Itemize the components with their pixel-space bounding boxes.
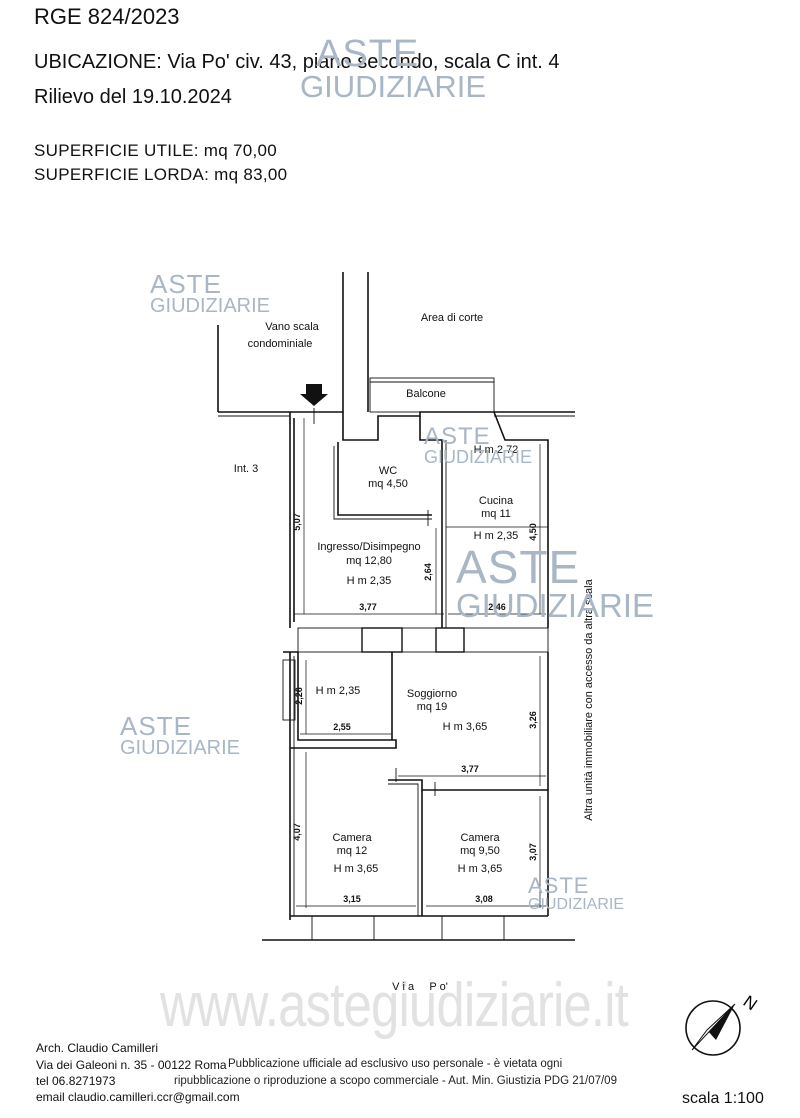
ingresso-h: H m 2,35 (347, 575, 392, 587)
aste-watermark: ASTE GIUDIZIARIE (150, 269, 271, 317)
side-note: Altra unità immobiliare con accesso da a… (583, 578, 595, 820)
architect-name: Arch. Claudio Camilleri (36, 1041, 159, 1055)
dim-377a: 3,77 (359, 602, 377, 612)
dim-377b: 3,77 (461, 764, 479, 774)
area-utile: SUPERFICIE UTILE: mq 70,00 (34, 141, 278, 160)
cucina-area: mq 11 (481, 508, 511, 520)
area-lorda: SUPERFICIE LORDA: mq 83,00 (34, 165, 288, 184)
soggiorno-h1: H m 2,35 (316, 685, 361, 697)
cucina-h2: H m 2,35 (474, 530, 519, 542)
dim-246: 2,46 (488, 602, 506, 612)
soggiorno-h2: H m 3,65 (443, 721, 488, 733)
vano-scala-label: Vano scala (265, 321, 319, 333)
balcone-label: Balcone (406, 388, 446, 400)
aste-watermark: ASTE GIUDIZIARIE (120, 711, 241, 759)
camera2-name: Camera (460, 832, 500, 844)
architect-address: Via dei Galeoni n. 35 - 00122 Roma (36, 1058, 227, 1072)
wc-area: mq 4,50 (368, 478, 408, 490)
entrance-arrow-icon (300, 384, 328, 406)
wc-kitchen-wall (419, 416, 443, 520)
camera1-name: Camera (332, 832, 372, 844)
dim-326: 3,26 (528, 711, 538, 729)
soggiorno-name: Soggiorno (407, 688, 457, 700)
architect-email: email claudio.camilleri.ccr@gmail.com (36, 1090, 240, 1104)
int3-label: Int. 3 (234, 463, 258, 475)
legal-notice-2: ripubblicazione o riproduzione a scopo c… (174, 1075, 617, 1087)
case-number: RGE 824/2023 (34, 4, 180, 29)
dim-450: 4,50 (528, 523, 538, 541)
site-watermark: www.astegiudiziarie.it (160, 971, 629, 1040)
cucina-name: Cucina (479, 495, 514, 507)
aste-watermark: ASTE GIUDIZIARIE (456, 541, 655, 624)
vano-scala-label-2: condominiale (248, 338, 313, 350)
aste-watermark: ASTE GIUDIZIARIE (424, 423, 533, 467)
north-compass-icon (685, 1000, 741, 1056)
soggiorno-area: mq 19 (417, 701, 448, 713)
camera2-area: mq 9,50 (460, 845, 500, 857)
dim-315: 3,15 (343, 894, 361, 904)
scale-label: scala 1:100 (682, 1090, 764, 1107)
wc-wall (337, 442, 432, 516)
location-line: UBICAZIONE: Via Po' civ. 43, piano secon… (34, 51, 560, 73)
wc-name: WC (379, 465, 397, 477)
dim-407: 4,07 (292, 823, 302, 841)
ingresso-area: mq 12,80 (346, 555, 392, 567)
street-label: V i a P o' (392, 981, 448, 993)
window (311, 915, 375, 941)
aste-watermark: ASTE GIUDIZIARIE (300, 33, 487, 105)
corridor-band (297, 627, 549, 653)
camera2-h: H m 3,65 (458, 863, 503, 875)
camera-top-wall (388, 779, 548, 791)
survey-date: Rilievo del 19.10.2024 (34, 86, 232, 108)
camera1-area: mq 12 (337, 845, 368, 857)
cucina-h: H m 2,72 (474, 444, 519, 456)
soggiorno-left-wall (283, 651, 397, 749)
dim-307: 3,07 (528, 843, 538, 861)
dim-255: 2,55 (333, 722, 351, 732)
ingresso-name: Ingresso/Disimpegno (317, 541, 420, 553)
north-arrow-icon (707, 1004, 735, 1040)
dim-226: 2,26 (294, 687, 304, 705)
window (441, 915, 505, 941)
architect-phone: tel 06.8271973 (36, 1074, 116, 1088)
camera1-h: H m 3,65 (334, 863, 379, 875)
area-corte-label: Area di corte (421, 312, 483, 324)
dim-264: 2,64 (423, 563, 433, 581)
dimension-lines (294, 418, 546, 908)
dim-308: 3,08 (475, 894, 493, 904)
legal-notice-1: Pubblicazione ufficiale ad esclusivo uso… (228, 1058, 563, 1070)
aste-watermark: ASTE GIUDIZIARIE (528, 873, 625, 913)
dim-507: 5,07 (292, 513, 302, 531)
north-label: N (740, 992, 761, 1015)
